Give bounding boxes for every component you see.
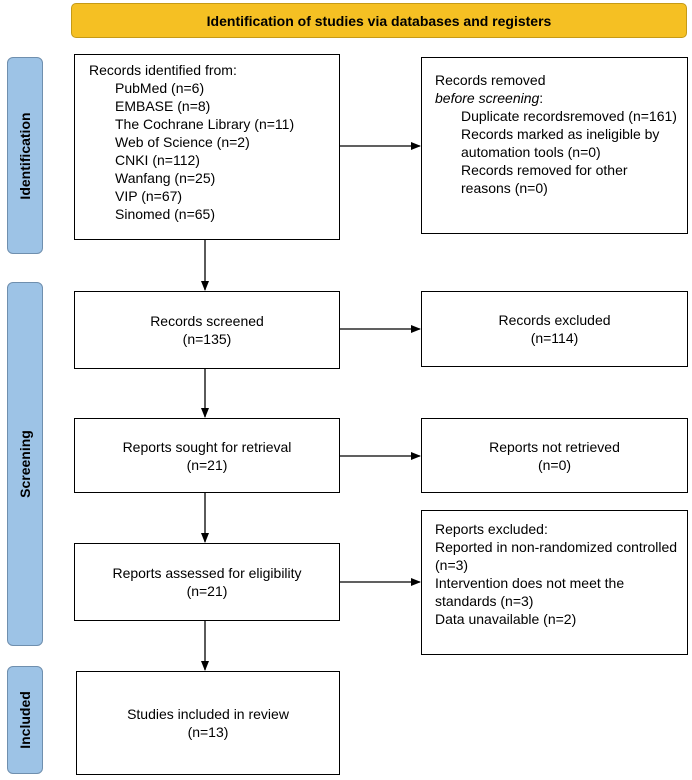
- phase-identification-label: Identification: [17, 111, 33, 200]
- records-removed-other: Records removed for other reasons (n=0): [461, 162, 628, 196]
- records-screened-box: Records screened (n=135): [74, 291, 340, 369]
- flow-header-title: Identification of studies via databases …: [206, 12, 552, 29]
- source-web-of-science: Web of Science (n=2): [115, 134, 250, 150]
- reports-excluded-standards: Intervention does not meet the standards…: [435, 575, 625, 609]
- studies-included-count: (n=13): [187, 724, 229, 740]
- source-pubmed: PubMed (n=6): [115, 80, 205, 96]
- source-cnki: CNKI (n=112): [115, 152, 200, 168]
- flow-header: Identification of studies via databases …: [71, 3, 687, 38]
- records-removed-title: Records removed before screening:: [435, 71, 679, 107]
- records-identified-title: Records identified from:: [89, 62, 237, 78]
- studies-included-label: Studies included in review: [127, 706, 289, 722]
- reports-excluded-non-randomized: Reported in non-randomized controlled (n…: [435, 539, 678, 573]
- source-sinomed: Sinomed (n=65): [115, 206, 216, 222]
- records-removed-title-emphasis: before screening: [435, 90, 540, 106]
- phase-screening: Screening: [7, 282, 43, 646]
- records-excluded-box: Records excluded (n=114): [421, 291, 688, 367]
- records-identified-box: Records identified from: PubMed (n=6) EM…: [74, 54, 340, 240]
- source-embase: EMBASE (n=8): [115, 98, 211, 114]
- reports-sought-count: (n=21): [186, 456, 228, 473]
- phase-identification: Identification: [7, 57, 43, 254]
- reports-sought-box: Reports sought for retrieval (n=21): [74, 418, 340, 493]
- records-removed-title-suffix: :: [539, 90, 544, 106]
- reports-sought-label: Reports sought for retrieval: [122, 438, 292, 455]
- reports-excluded-box: Reports excluded: Reported in non-random…: [421, 510, 688, 655]
- phase-screening-label: Screening: [17, 430, 33, 498]
- source-wanfang: Wanfang (n=25): [115, 170, 216, 186]
- phase-included: Included: [7, 666, 43, 774]
- records-excluded-count: (n=114): [530, 330, 579, 346]
- reports-not-retrieved-box: Reports not retrieved (n=0): [421, 418, 688, 493]
- records-removed-title-prefix: Records removed: [435, 72, 546, 88]
- reports-excluded-data-unavailable: Data unavailable (n=2): [435, 611, 577, 627]
- records-screened-label: Records screened: [150, 313, 264, 329]
- records-removed-automation: Records marked as ineligible by automati…: [461, 126, 660, 160]
- reports-not-retrieved-label: Reports not retrieved: [489, 438, 620, 455]
- phase-included-label: Included: [17, 691, 33, 749]
- source-cochrane: The Cochrane Library (n=11): [115, 116, 295, 132]
- records-removed-duplicates: Duplicate recordsremoved (n=161): [461, 108, 677, 124]
- records-excluded-label: Records excluded: [498, 312, 611, 328]
- studies-included-box: Studies included in review (n=13): [76, 671, 340, 775]
- reports-not-retrieved-count: (n=0): [537, 456, 572, 473]
- reports-assessed-box: Reports assessed for eligibility (n=21): [74, 543, 340, 621]
- reports-assessed-label: Reports assessed for eligibility: [112, 565, 302, 581]
- records-removed-box: Records removed before screening: Duplic…: [421, 57, 688, 234]
- reports-assessed-count: (n=21): [186, 583, 228, 599]
- reports-excluded-title: Reports excluded:: [435, 521, 548, 537]
- source-vip: VIP (n=67): [115, 188, 183, 204]
- records-screened-count: (n=135): [182, 331, 232, 347]
